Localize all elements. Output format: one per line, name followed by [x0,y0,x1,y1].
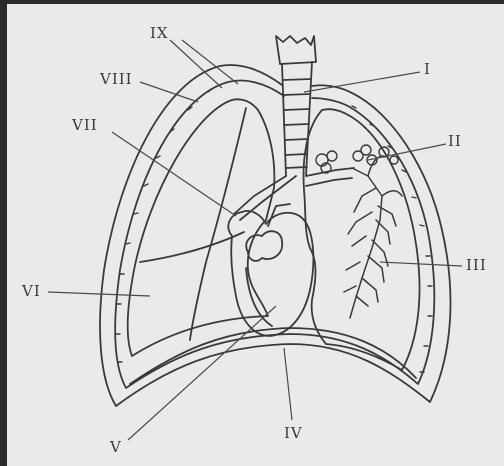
label-VI: VI [22,282,41,300]
label-V: V [110,438,122,456]
label-III: III [466,256,487,274]
label-IV: IV [284,424,303,442]
label-VII: VII [72,116,98,134]
label-IX: IX [150,24,169,42]
label-VIII: VIII [100,70,133,88]
label-I: I [424,60,431,78]
label-II: II [448,132,462,150]
